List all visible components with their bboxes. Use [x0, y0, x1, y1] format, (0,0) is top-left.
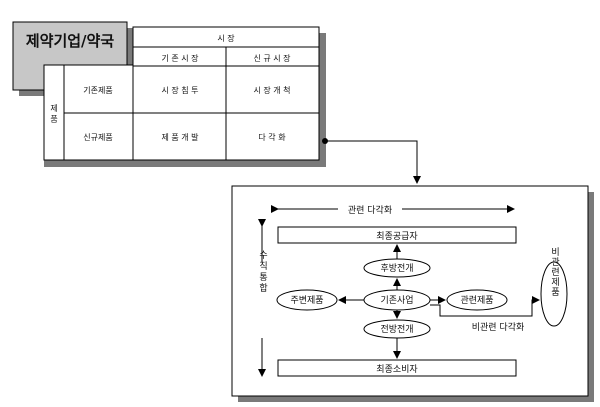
row-header-product: 제 품	[50, 104, 59, 123]
final-consumer-box	[277, 359, 517, 377]
related-product-ellipse	[446, 289, 508, 311]
unrelated-product-label: 비관련제품	[549, 247, 559, 297]
col-new-market: 신 규 시 장	[253, 53, 291, 63]
matrix-table	[43, 26, 320, 161]
cell-market-penetration: 시 장 침 투	[161, 85, 198, 95]
cell-diversification: 다 각 화	[258, 132, 286, 142]
vertical-integration-label: 수직통합	[257, 250, 267, 294]
row-new-product: 신규제품	[83, 133, 112, 142]
title-text: 제약기업/약국	[26, 32, 114, 50]
related-diversification-label: 관련 다각화	[348, 204, 392, 216]
col-existing-market: 기 존 시 장	[161, 53, 199, 63]
forward-label: 전방전개	[380, 324, 413, 335]
final-consumer-label: 최종소비자	[376, 364, 418, 375]
unrelated-product-ellipse	[540, 261, 568, 327]
row-existing-product: 기존제품	[83, 86, 112, 95]
backward-label: 후방전개	[380, 263, 413, 274]
cell-market-development: 시 장 개 척	[253, 85, 290, 95]
final-supplier-label: 최종공급자	[376, 231, 418, 242]
related-product-label: 관련제품	[460, 295, 493, 306]
cell-product-development: 제 품 개 발	[161, 132, 199, 142]
peripheral-product-label: 주변제품	[290, 295, 323, 306]
peripheral-product-ellipse	[276, 289, 338, 311]
arrow-to-unrelated	[430, 296, 540, 317]
connector-line	[325, 140, 421, 184]
final-supplier-box	[277, 226, 517, 244]
existing-business-label: 기존사업	[380, 295, 413, 306]
market-header: 시 장	[217, 33, 235, 43]
unrelated-diversification-label: 비관련 다각화	[472, 321, 525, 333]
